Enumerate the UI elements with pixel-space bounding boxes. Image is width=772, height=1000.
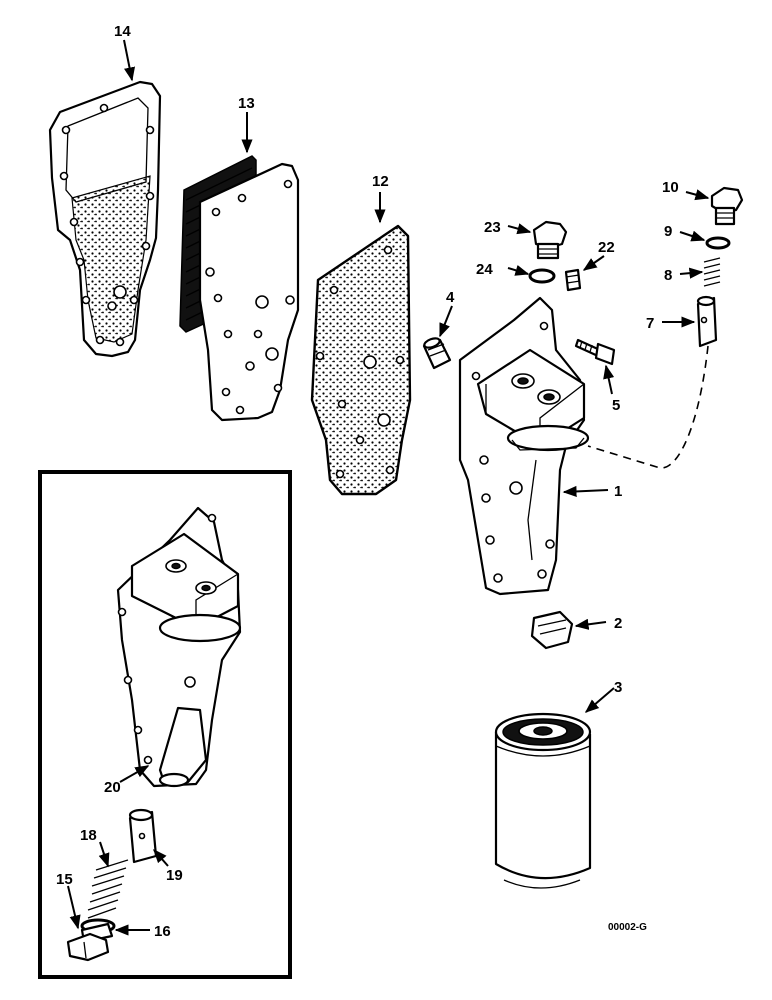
callout-16: 16 xyxy=(154,923,171,940)
callout-19: 19 xyxy=(166,867,183,884)
callout-18: 18 xyxy=(80,827,97,844)
callout-8: 8 xyxy=(664,267,672,284)
callout-7: 7 xyxy=(646,315,654,332)
callout-13: 13 xyxy=(238,95,255,112)
filter-part-3 xyxy=(494,712,592,889)
capscrew-part-5 xyxy=(574,338,616,366)
callout-1: 1 xyxy=(614,483,622,500)
plunger-part-7 xyxy=(696,295,718,348)
plug-part-22 xyxy=(564,268,582,292)
inset-frame xyxy=(38,470,292,979)
plug-part-10 xyxy=(710,186,744,226)
callout-24: 24 xyxy=(476,261,493,278)
callout-23: 23 xyxy=(484,219,501,236)
filter-housing-part-1 xyxy=(458,296,590,596)
nipple-part-2 xyxy=(530,610,574,650)
callout-4: 4 xyxy=(446,289,455,306)
assembly-dashed-line xyxy=(587,345,709,469)
plunger-part-19 xyxy=(128,808,158,864)
dowel-part-4 xyxy=(422,337,452,370)
callout-10: 10 xyxy=(662,179,679,196)
callout-20: 20 xyxy=(104,779,121,796)
callout-5: 5 xyxy=(612,397,620,414)
callout-3: 3 xyxy=(614,679,622,696)
leader-lines xyxy=(67,39,710,936)
gasket-part-12 xyxy=(310,224,412,496)
alt-housing-part-20 xyxy=(116,506,242,788)
callout-14: 14 xyxy=(114,23,131,40)
callout-15: 15 xyxy=(56,871,73,888)
plug-part-15 xyxy=(66,922,114,962)
spring-part-8 xyxy=(703,257,721,287)
figure-code: 00002-G xyxy=(608,922,647,933)
gasket-part-14 xyxy=(48,80,162,358)
callout-2: 2 xyxy=(614,615,622,632)
callout-22: 22 xyxy=(598,239,615,256)
washer-part-24 xyxy=(528,268,556,284)
callout-9: 9 xyxy=(664,223,672,240)
washer-part-9 xyxy=(705,236,731,250)
spring-part-18 xyxy=(87,859,129,919)
callout-12: 12 xyxy=(372,173,389,190)
oil-cooler-part-13 xyxy=(179,155,300,422)
plug-part-23 xyxy=(532,220,568,260)
